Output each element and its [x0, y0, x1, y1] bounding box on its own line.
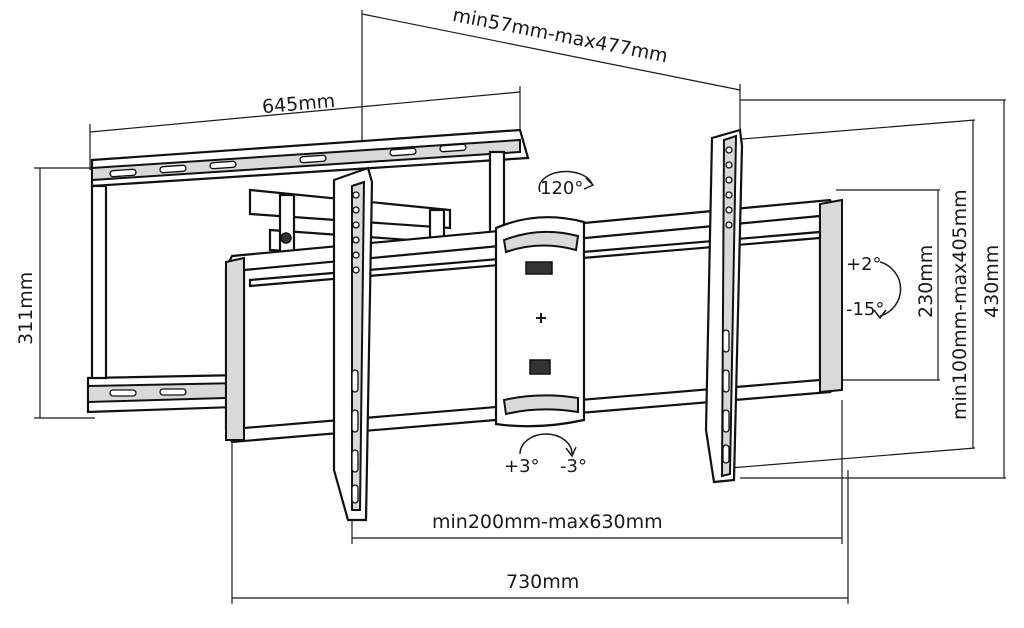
center-swivel-plate: [494, 216, 586, 428]
wall-plate-height-label: 311mm: [15, 272, 37, 345]
bracket-inner-height-label: 230mm: [915, 245, 937, 318]
vertical-bracket-right: [704, 128, 744, 484]
swivel-angle-label: 120°: [540, 178, 583, 199]
extension-label: min57mm-max477mm: [451, 4, 670, 67]
vesa-vertical-label: min100mm-max405mm: [949, 189, 971, 420]
tilt-down-label: -15°: [846, 299, 884, 320]
bracket-outer-height-label: 430mm: [981, 245, 1003, 318]
level-plus-label: +3°: [504, 456, 540, 477]
arm-width-label: 730mm: [506, 571, 579, 593]
dimension-lines: [34, 10, 1006, 604]
vertical-bracket-left: [332, 166, 374, 522]
vesa-horizontal-label: min200mm-max630mm: [432, 511, 663, 533]
wall-plate-width-label: 645mm: [261, 90, 336, 118]
level-arrow: [519, 433, 577, 458]
level-minus-label: -3°: [560, 456, 587, 477]
tilt-arrow: [873, 261, 902, 320]
swivel-arrow: [538, 170, 595, 193]
tilt-up-label: +2°: [846, 254, 882, 275]
